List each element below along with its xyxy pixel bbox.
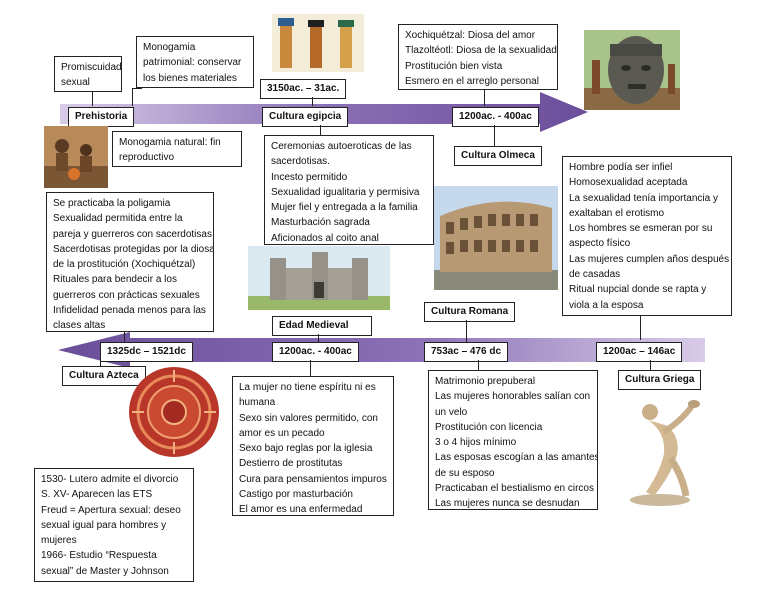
text-line: El amor es una enfermedad xyxy=(239,504,363,516)
romana-label: Cultura Romana xyxy=(424,302,516,322)
text-line: clases altas xyxy=(53,320,106,332)
azteca-label: Cultura Azteca xyxy=(62,366,146,386)
text-line: Aficionados al coito anal xyxy=(271,232,379,244)
text-line: La mujer no tiene espíritu ni es xyxy=(239,382,376,393)
colosseum-image xyxy=(434,186,558,290)
text-line: Sexualidad permitida entre la xyxy=(53,213,183,225)
romana-date: 753ac – 476 dc xyxy=(424,342,509,362)
prehistoria-label: Prehistoria xyxy=(68,107,135,127)
text-line: sacerdotisas. xyxy=(271,156,330,168)
text-line: Xochiquétzal: Diosa del amor xyxy=(405,30,536,41)
prehistoria-box-monogamia-natural: Monogamia natural: fin reproductivo xyxy=(112,131,242,167)
text-line: Sacerdotisas protegidas por la diosa xyxy=(53,243,214,255)
text-line: Rituales para bendecir a los xyxy=(53,274,177,286)
text-line: Ceremonias autoeroticas de las xyxy=(271,141,412,152)
prehistoria-box-monogamia-patrimonial: Monogamia patrimonial: conservar los bie… xyxy=(136,36,254,88)
text-line: Sexo sin valores permitido, con xyxy=(239,412,378,424)
text-line: Prostitución bien vista xyxy=(405,60,503,72)
discobolus-image xyxy=(620,392,700,508)
text-line: humana xyxy=(239,397,276,409)
text-line: Destierro de prostitutas xyxy=(239,458,343,470)
text-line: exaltaban el erotismo xyxy=(569,207,665,219)
text-line: de casadas xyxy=(569,269,621,281)
text-line: Ritual nupcial donde se rapta y xyxy=(569,284,707,296)
text-line: 3 o 4 hijos mínimo xyxy=(435,437,517,449)
egyptian-figures-image xyxy=(272,14,364,72)
text-line: Castigo por masturbación xyxy=(239,489,353,501)
text-line: los bienes materiales xyxy=(143,72,237,84)
castle-image xyxy=(248,246,390,310)
text-line: Mujer fiel y entregada a la familia xyxy=(271,202,418,214)
moderna-box: 1530- Lutero admite el divorcio S. XV- A… xyxy=(34,468,194,582)
text-line: Esmero en el arreglo personal xyxy=(405,75,539,87)
egipcia-date: 3150ac. – 31ac. xyxy=(260,79,347,99)
medieval-box: La mujer no tiene espíritu ni es humana … xyxy=(232,376,394,516)
olmeca-label: Cultura Olmeca xyxy=(454,146,542,166)
text-line: Promiscuidad xyxy=(61,62,122,73)
aztec-calendar-image xyxy=(128,366,220,458)
text-line: amor es un pecado xyxy=(239,427,325,439)
olmeca-box: Xochiquétzal: Diosa del amor Tlazoltéotl… xyxy=(398,24,558,90)
text-line: sexual igual para hombres y xyxy=(41,519,167,531)
prehistoria-box-promiscuidad: Promiscuidad sexual xyxy=(54,56,122,92)
text-line: un velo xyxy=(435,406,468,418)
text-line: La sexualidad tenía importancia y xyxy=(569,192,718,204)
text-line: Matrimonio prepuberal xyxy=(435,376,536,387)
text-line: aspecto físico xyxy=(569,238,631,250)
griega-date: 1200ac – 146ac xyxy=(596,342,683,362)
text-line: 1530- Lutero admite el divorcio xyxy=(41,474,179,485)
text-line: Monogamia xyxy=(143,42,196,53)
cave-people-image xyxy=(44,126,108,188)
romana-box: Matrimonio prepuberal Las mujeres honora… xyxy=(428,370,598,510)
prehistoria-box-azteca-info: Se practicaba la poligamia Sexualidad pe… xyxy=(46,192,214,332)
olmeca-date: 1200ac. - 400ac xyxy=(452,107,539,127)
text-line: viola a la esposa xyxy=(569,299,644,311)
text-line: patrimonial: conservar xyxy=(143,57,242,69)
text-line: Sexo bajo reglas por la iglesia xyxy=(239,443,373,455)
text-line: Hombre podía ser infiel xyxy=(569,162,673,173)
text-line: sexual” de Master y Johnson xyxy=(41,565,169,577)
text-line: Monogamia natural: fin xyxy=(119,137,221,148)
griega-box: Hombre podía ser infiel Homosexualidad a… xyxy=(562,156,732,316)
text-line: de su esposo xyxy=(435,467,495,479)
text-line: guerreros con prácticas sexuales xyxy=(53,289,200,301)
text-line: Prostitución con licencia xyxy=(435,421,543,433)
text-line: de la prostitución (Xochiquétzal) xyxy=(53,259,196,271)
text-line: Las esposas escogían a las amantes xyxy=(435,452,598,464)
text-line: S. XV- Aparecen las ETS xyxy=(41,489,153,501)
text-line: Homosexualidad aceptada xyxy=(569,177,688,189)
text-line: Cura para pensamientos impuros xyxy=(239,473,387,485)
text-line: Freud = Apertura sexual: deseo xyxy=(41,504,181,516)
medieval-label: Edad Medieval xyxy=(272,316,372,336)
text-line: Tlazoltéotl: Diosa de la sexualidad xyxy=(405,45,557,57)
text-line: mujeres xyxy=(41,535,77,547)
egipcia-label: Cultura egipcia xyxy=(262,107,349,127)
text-line: Las mujeres nunca se desnudan xyxy=(435,498,580,510)
text-line: Se practicaba la poligamia xyxy=(53,198,171,209)
azteca-date: 1325dc – 1521dc xyxy=(100,342,193,362)
text-line: Masturbación sagrada xyxy=(271,217,370,229)
text-line: sexual xyxy=(61,77,90,89)
text-line: Incesto permitido xyxy=(271,171,348,183)
olmec-head-image xyxy=(584,30,680,110)
text-line: Sexualidad igualitaria y permisiva xyxy=(271,186,420,198)
medieval-date: 1200ac. - 400ac xyxy=(272,342,359,362)
text-line: Los hombres se esmeran por su xyxy=(569,223,713,235)
text-line: Infidelidad penada menos para las xyxy=(53,305,206,317)
text-line: reproductivo xyxy=(119,152,175,164)
text-line: pareja y guerreros con sacerdotisas xyxy=(53,228,212,240)
egipcia-box: Ceremonias autoeroticas de las sacerdoti… xyxy=(264,135,434,245)
text-line: Las mujeres honorables salían con xyxy=(435,391,591,403)
text-line: 1966- Estudio “Respuesta xyxy=(41,550,157,562)
text-line: Practicaban el bestialismo en circos xyxy=(435,483,594,495)
text-line: Las mujeres cumplen años después xyxy=(569,253,730,265)
griega-label: Cultura Griega xyxy=(618,370,702,390)
